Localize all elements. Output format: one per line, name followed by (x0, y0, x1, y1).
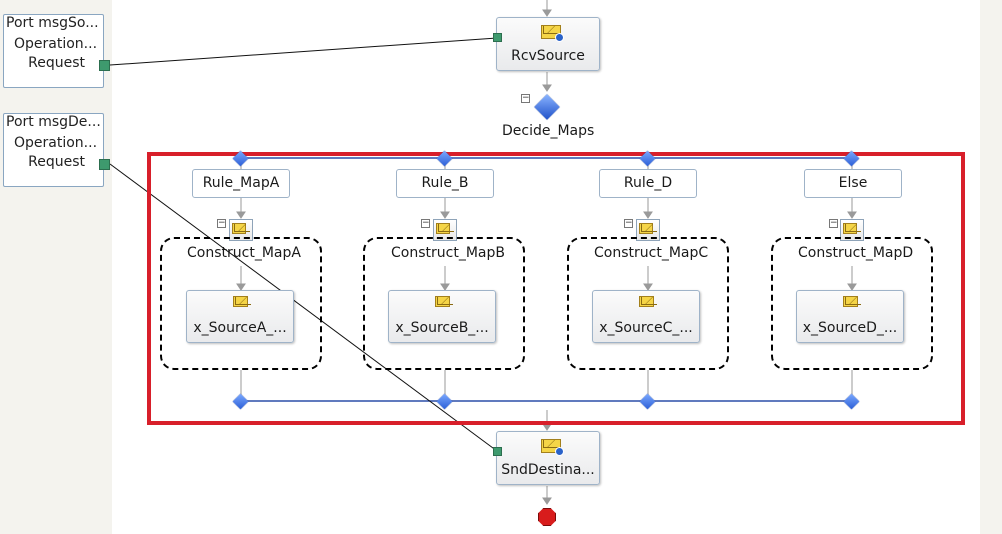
port-msg-destination[interactable]: Port msgDe... Operation... Request (3, 113, 104, 187)
construct-scope[interactable] (567, 237, 729, 370)
message-transform-icon (843, 296, 858, 307)
port-name: Port msgDe... (6, 114, 101, 130)
port-surface-right (980, 0, 1002, 534)
port-operation: Operation... (14, 135, 98, 151)
message-construct-icon (843, 223, 857, 234)
port-connector-icon[interactable] (99, 159, 110, 170)
operation-connector-icon[interactable] (493, 33, 502, 42)
construct-title: Construct_MapD (798, 245, 914, 261)
shape-label: x_SourceB_... (395, 320, 489, 336)
message-transform-icon (639, 296, 654, 307)
receive-badge-icon (555, 33, 564, 42)
branch-rule[interactable]: Rule_D (599, 169, 697, 198)
construct-title: Construct_MapC (594, 245, 709, 261)
shape-label: RcvSource (511, 48, 585, 64)
construct-scope[interactable] (771, 237, 933, 370)
port-msg-source[interactable]: Port msgSo... Operation... Request (3, 14, 104, 88)
port-request: Request (28, 154, 85, 170)
construct-icon[interactable] (433, 219, 457, 241)
collapse-toggle[interactable]: − (521, 93, 530, 103)
message-construct-icon (436, 223, 450, 234)
receive-shape[interactable]: RcvSource (496, 17, 600, 71)
branch-rule[interactable]: Else (804, 169, 902, 198)
stop-icon (538, 508, 556, 526)
send-badge-icon (555, 447, 564, 456)
highlight-frame (147, 152, 965, 425)
construct-icon[interactable] (229, 219, 253, 241)
decide-label: Decide_Maps (502, 123, 595, 139)
shape-label: x_SourceD_... (802, 320, 898, 336)
transform-shape[interactable]: x_SourceC_... (592, 290, 700, 343)
construct-scope[interactable] (363, 237, 525, 370)
transform-shape[interactable]: x_SourceB_... (388, 290, 496, 343)
port-surface-left (0, 0, 112, 534)
port-request: Request (28, 55, 85, 71)
collapse-toggle[interactable]: − (421, 218, 430, 228)
shape-label: SndDestina... (501, 462, 595, 478)
transform-shape[interactable]: x_SourceD_... (796, 290, 904, 343)
branch-rule[interactable]: Rule_B (396, 169, 494, 198)
message-transform-icon (233, 296, 248, 307)
message-transform-icon (435, 296, 450, 307)
branch-rule[interactable]: Rule_MapA (192, 169, 290, 198)
port-operation: Operation... (14, 36, 98, 52)
construct-scope[interactable] (160, 237, 322, 370)
construct-icon[interactable] (636, 219, 660, 241)
send-shape[interactable]: SndDestina... (496, 431, 600, 485)
message-construct-icon (232, 223, 246, 234)
shape-label: x_SourceC_... (599, 320, 693, 336)
message-construct-icon (639, 223, 653, 234)
shape-label: x_SourceA_... (193, 320, 287, 336)
transform-shape[interactable]: x_SourceA_... (186, 290, 294, 343)
construct-title: Construct_MapA (187, 245, 301, 261)
collapse-toggle[interactable]: − (217, 218, 226, 228)
collapse-toggle[interactable]: − (829, 218, 838, 228)
collapse-toggle[interactable]: − (624, 218, 633, 228)
operation-connector-icon[interactable] (493, 447, 502, 456)
port-connector-icon[interactable] (99, 60, 110, 71)
construct-icon[interactable] (840, 219, 864, 241)
construct-title: Construct_MapB (391, 245, 505, 261)
port-name: Port msgSo... (6, 15, 99, 31)
